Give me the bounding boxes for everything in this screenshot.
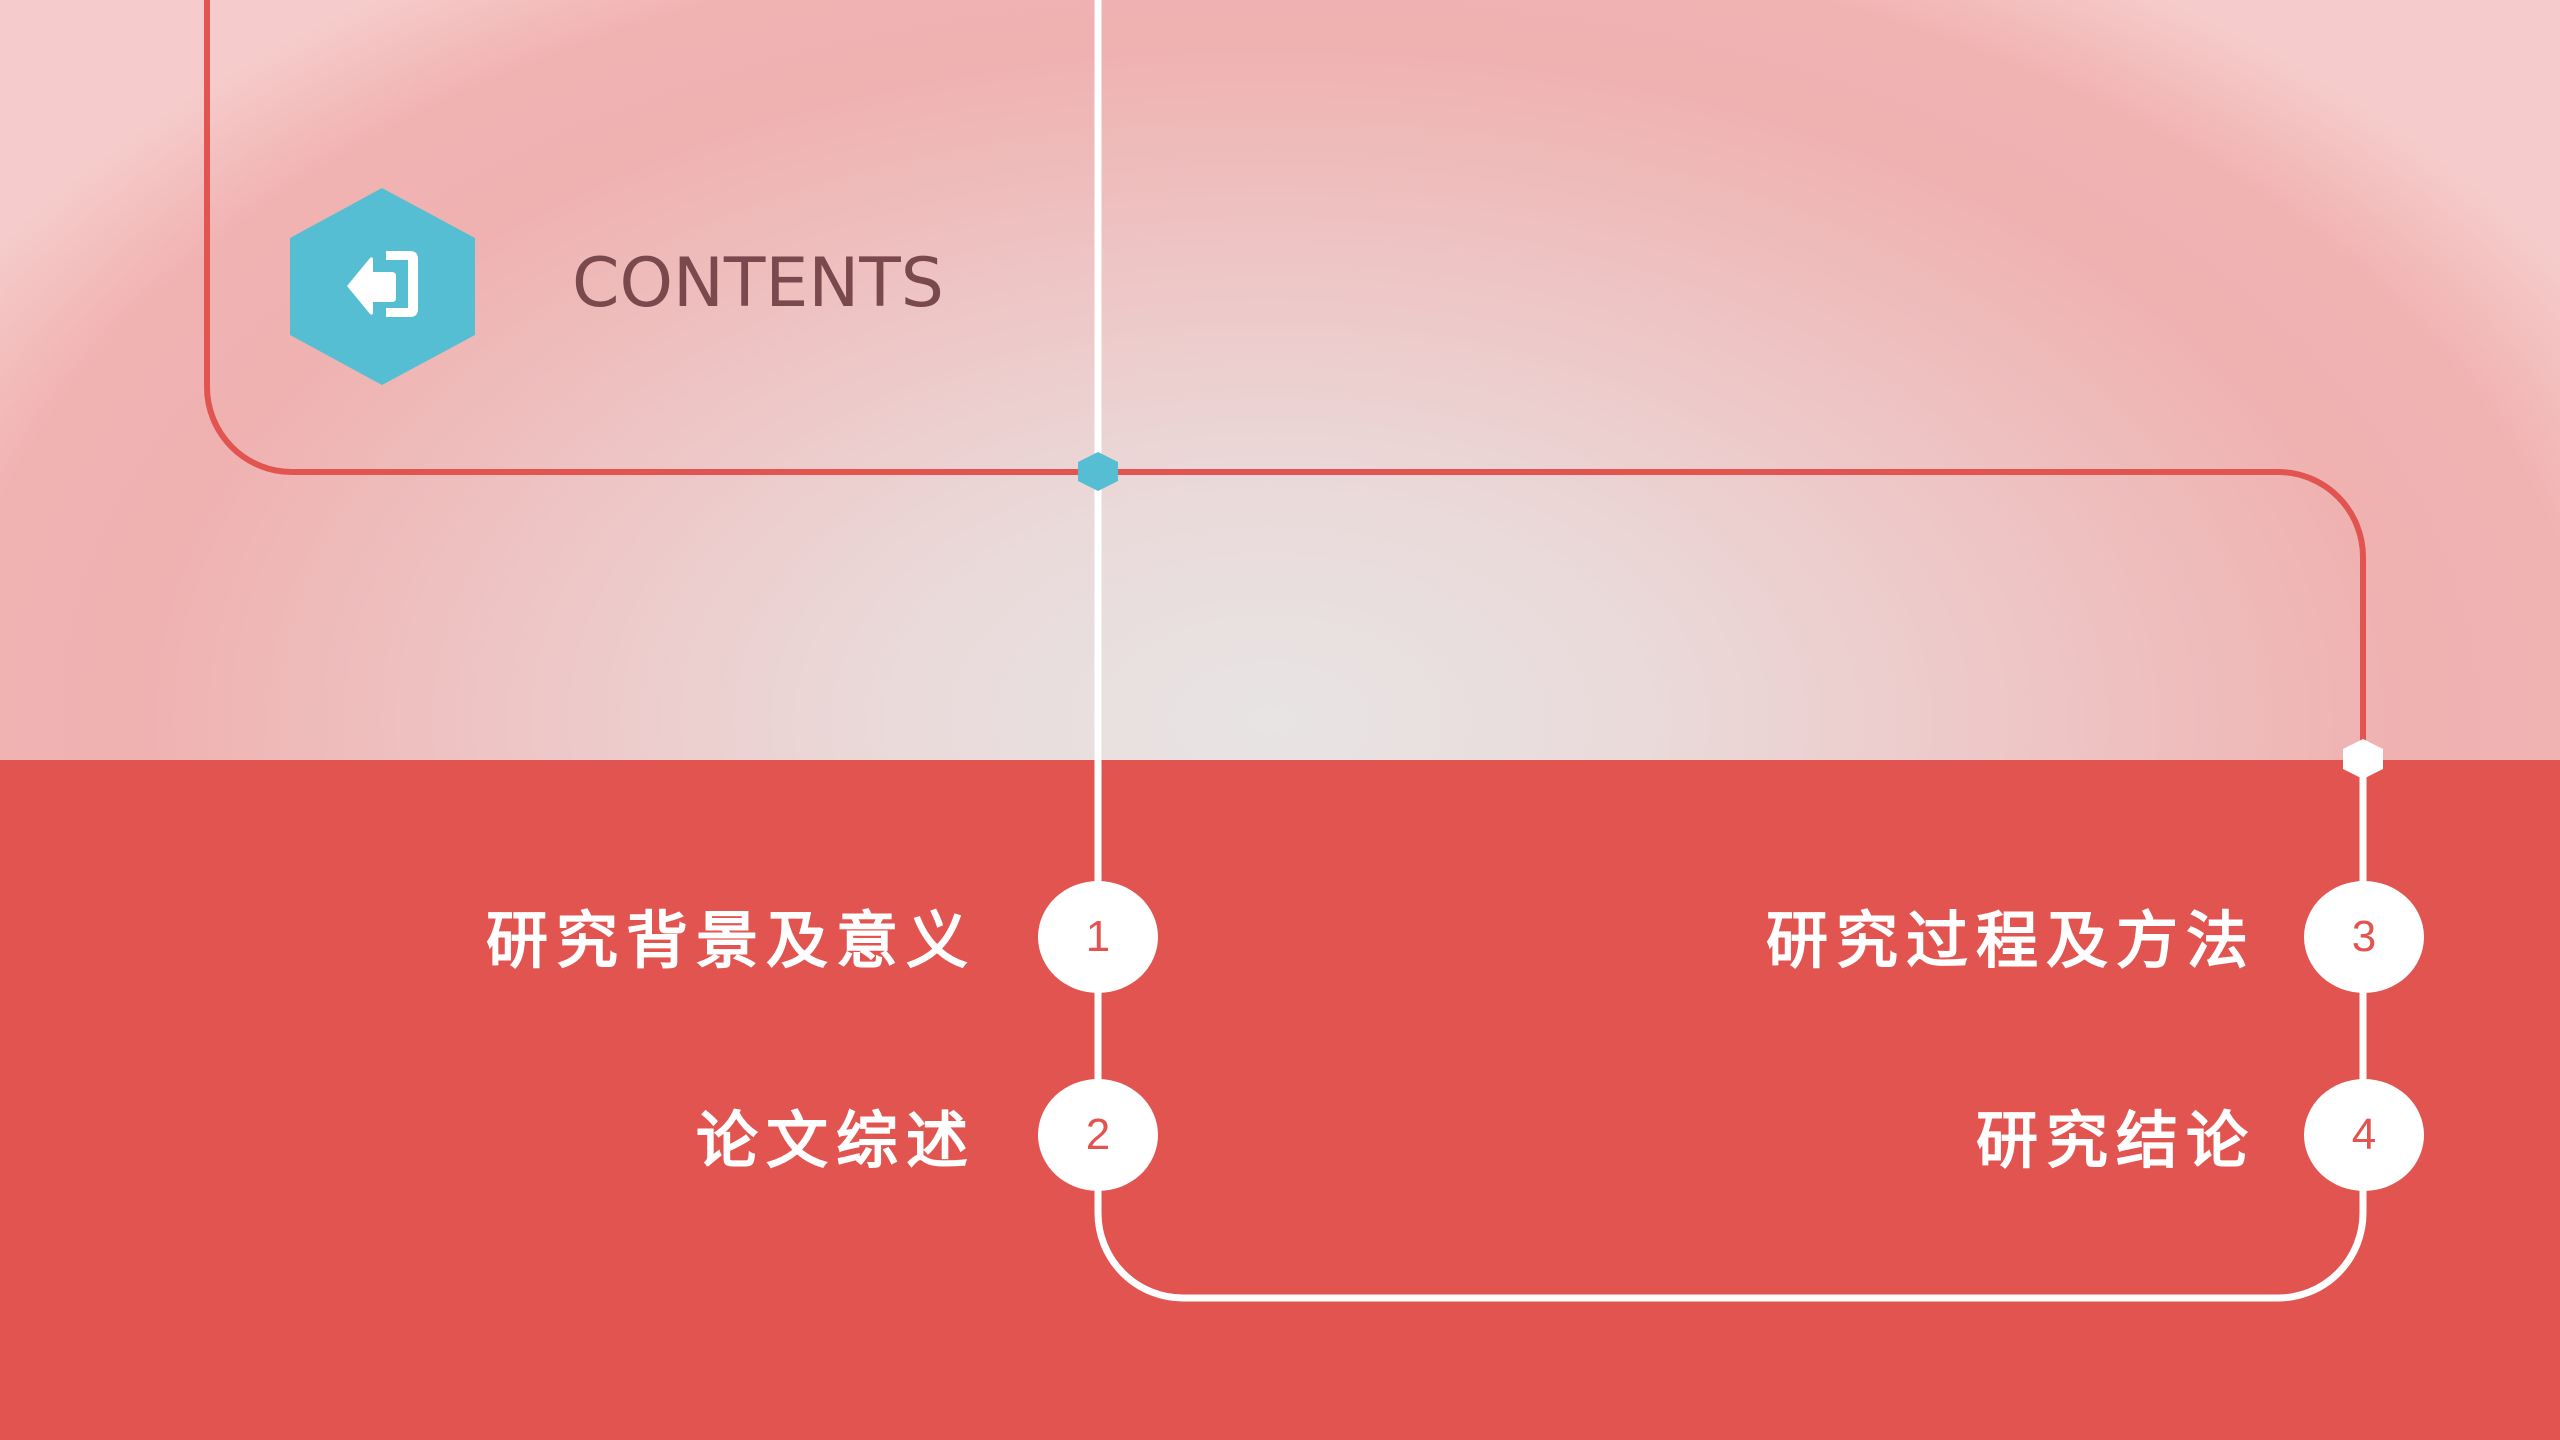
toc-item-4-number[interactable]: 4	[2304, 1079, 2424, 1191]
white-connector-line	[1094, 0, 2367, 1302]
toc-item-1-label[interactable]: 研究背景及意义	[485, 904, 976, 977]
toc-item-2-number[interactable]: 2	[1038, 1079, 1158, 1191]
exit-arrow-icon	[347, 251, 418, 317]
toc-item-1-number[interactable]: 1	[1038, 881, 1158, 993]
page-title: CONTENTS	[572, 244, 944, 323]
toc-item-3-label[interactable]: 研究过程及方法	[1765, 904, 2256, 977]
red-band	[0, 760, 2560, 1440]
toc-item-4-label[interactable]: 研究结论	[1975, 1104, 2256, 1177]
blue-junction-hexagon	[1078, 452, 1118, 491]
background-gradient	[0, 0, 2560, 760]
white-junction-hexagon	[2343, 739, 2383, 779]
red-connector-line	[204, 0, 2366, 759]
toc-item-3-number[interactable]: 3	[2304, 881, 2424, 993]
toc-item-2-label[interactable]: 论文综述	[695, 1104, 976, 1177]
